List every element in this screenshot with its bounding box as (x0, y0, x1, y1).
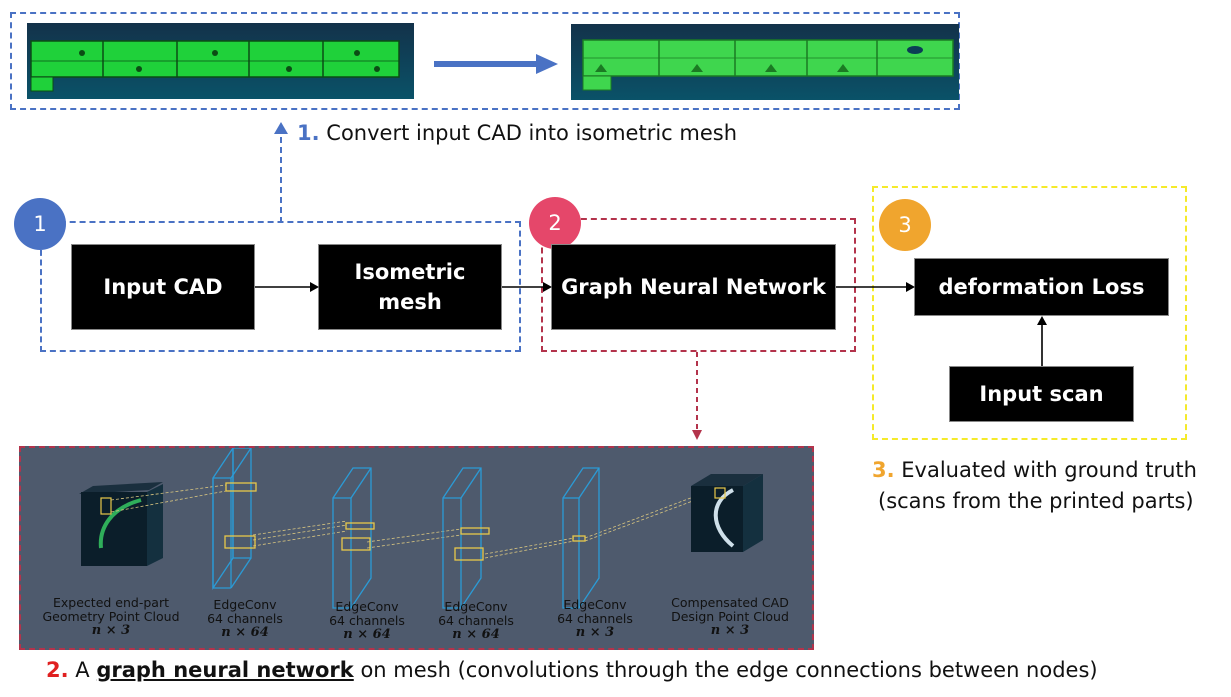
input-cad-image (27, 23, 414, 99)
layer-label-edgeconv-4-dim: n × 3 (575, 625, 615, 640)
edgeconv-layer-1 (212, 448, 252, 591)
step2-caption: 2. A graph neural network on mesh (convo… (46, 658, 1098, 682)
network-diagram (79, 448, 763, 609)
step2-number: 2. (46, 658, 69, 682)
arrow-gnn-to-loss (836, 282, 915, 292)
step1-number: 1. (297, 121, 320, 145)
input-scan-box: Input scan (949, 366, 1134, 422)
badge-2: 2 (529, 197, 581, 249)
output-point-cloud-icon (691, 474, 763, 552)
isometric-mesh-label-1: Isometric (354, 260, 466, 284)
layer-label-output: Compensated CAD Design Point Cloud n × 3 (655, 596, 805, 638)
step1-connector (274, 122, 288, 223)
deformation-loss-box: deformation Loss (914, 258, 1169, 316)
layer-label-output-line2: Design Point Cloud (671, 609, 789, 624)
isometric-mesh-label-2: mesh (378, 290, 442, 314)
layer-label-edgeconv-2-line1: EdgeConv (335, 599, 399, 614)
edgeconv-layer-3 (442, 467, 482, 609)
step1-text: Convert input CAD into isometric mesh (326, 121, 738, 145)
layer-label-edgeconv-3-dim: n × 64 (452, 627, 500, 642)
layer-label-output-dim: n × 3 (710, 623, 750, 638)
input-cad-box: Input CAD (71, 244, 255, 330)
step1-caption: 1. Convert input CAD into isometric mesh (297, 121, 737, 145)
layer-label-edgeconv-2: EdgeConv 64 channels n × 64 (312, 600, 422, 642)
layer-label-input-line1: Expected end-part (53, 595, 169, 610)
input-point-cloud-icon (79, 482, 163, 566)
isometric-mesh-box: Isometric mesh (318, 244, 502, 330)
layer-label-input-line2: Geometry Point Cloud (42, 609, 180, 624)
arrow-mesh-to-gnn (502, 282, 552, 292)
group2-box (541, 218, 856, 352)
layer-label-edgeconv-3-line1: EdgeConv (444, 599, 508, 614)
badge-1: 1 (14, 198, 66, 250)
layer-label-edgeconv-4-line1: EdgeConv (563, 597, 627, 612)
layer-label-edgeconv-2-dim: n × 64 (343, 627, 391, 642)
deformation-loss-label: deformation Loss (938, 275, 1145, 299)
step2-pre: A (75, 658, 90, 682)
layer-label-output-line1: Compensated CAD (671, 595, 789, 610)
layer-label-edgeconv-2-line2: 64 channels (329, 613, 405, 628)
layer-label-input-dim: n × 3 (91, 623, 131, 638)
edgeconv-layer-2 (332, 467, 372, 609)
layer-label-edgeconv-4-line2: 64 channels (557, 611, 633, 626)
layer-label-edgeconv-4: EdgeConv 64 channels n × 3 (540, 598, 650, 640)
layer-label-edgeconv-1-dim: n × 64 (221, 625, 269, 640)
isometric-mesh-image (571, 24, 959, 100)
step2-post: on mesh (convolutions through the edge c… (360, 658, 1098, 682)
step3-line2: (scans from the printed parts) (878, 489, 1194, 513)
input-cad-label: Input CAD (103, 275, 223, 299)
input-scan-label: Input scan (979, 382, 1104, 406)
convert-arrow (434, 54, 558, 74)
badge-3: 3 (879, 199, 931, 251)
layer-label-edgeconv-3: EdgeConv 64 channels n × 64 (421, 600, 531, 642)
layer-label-input: Expected end-part Geometry Point Cloud n… (26, 596, 196, 638)
layer-label-edgeconv-3-line2: 64 channels (438, 613, 514, 628)
gnn-box: Graph Neural Network (551, 244, 836, 330)
arrow-cad-to-mesh (255, 282, 319, 292)
gnn-detail-connector (692, 352, 702, 440)
step3-caption-line2: (scans from the printed parts) (878, 489, 1194, 513)
group3-box (872, 186, 1187, 440)
layer-label-edgeconv-1-line2: 64 channels (207, 611, 283, 626)
step3-number: 3. (872, 458, 895, 482)
cad-to-mesh-panel (10, 12, 960, 110)
step3-line1: Evaluated with ground truth (901, 458, 1197, 482)
edgeconv-layer-4 (562, 467, 600, 609)
arrow-scan-to-loss (1037, 316, 1047, 366)
step2-emphasis: graph neural network (96, 658, 354, 682)
step3-caption-line1: 3. Evaluated with ground truth (872, 458, 1197, 482)
gnn-label: Graph Neural Network (561, 275, 826, 299)
layer-label-edgeconv-1-line1: EdgeConv (213, 597, 277, 612)
layer-label-edgeconv-1: EdgeConv 64 channels n × 64 (190, 598, 300, 640)
